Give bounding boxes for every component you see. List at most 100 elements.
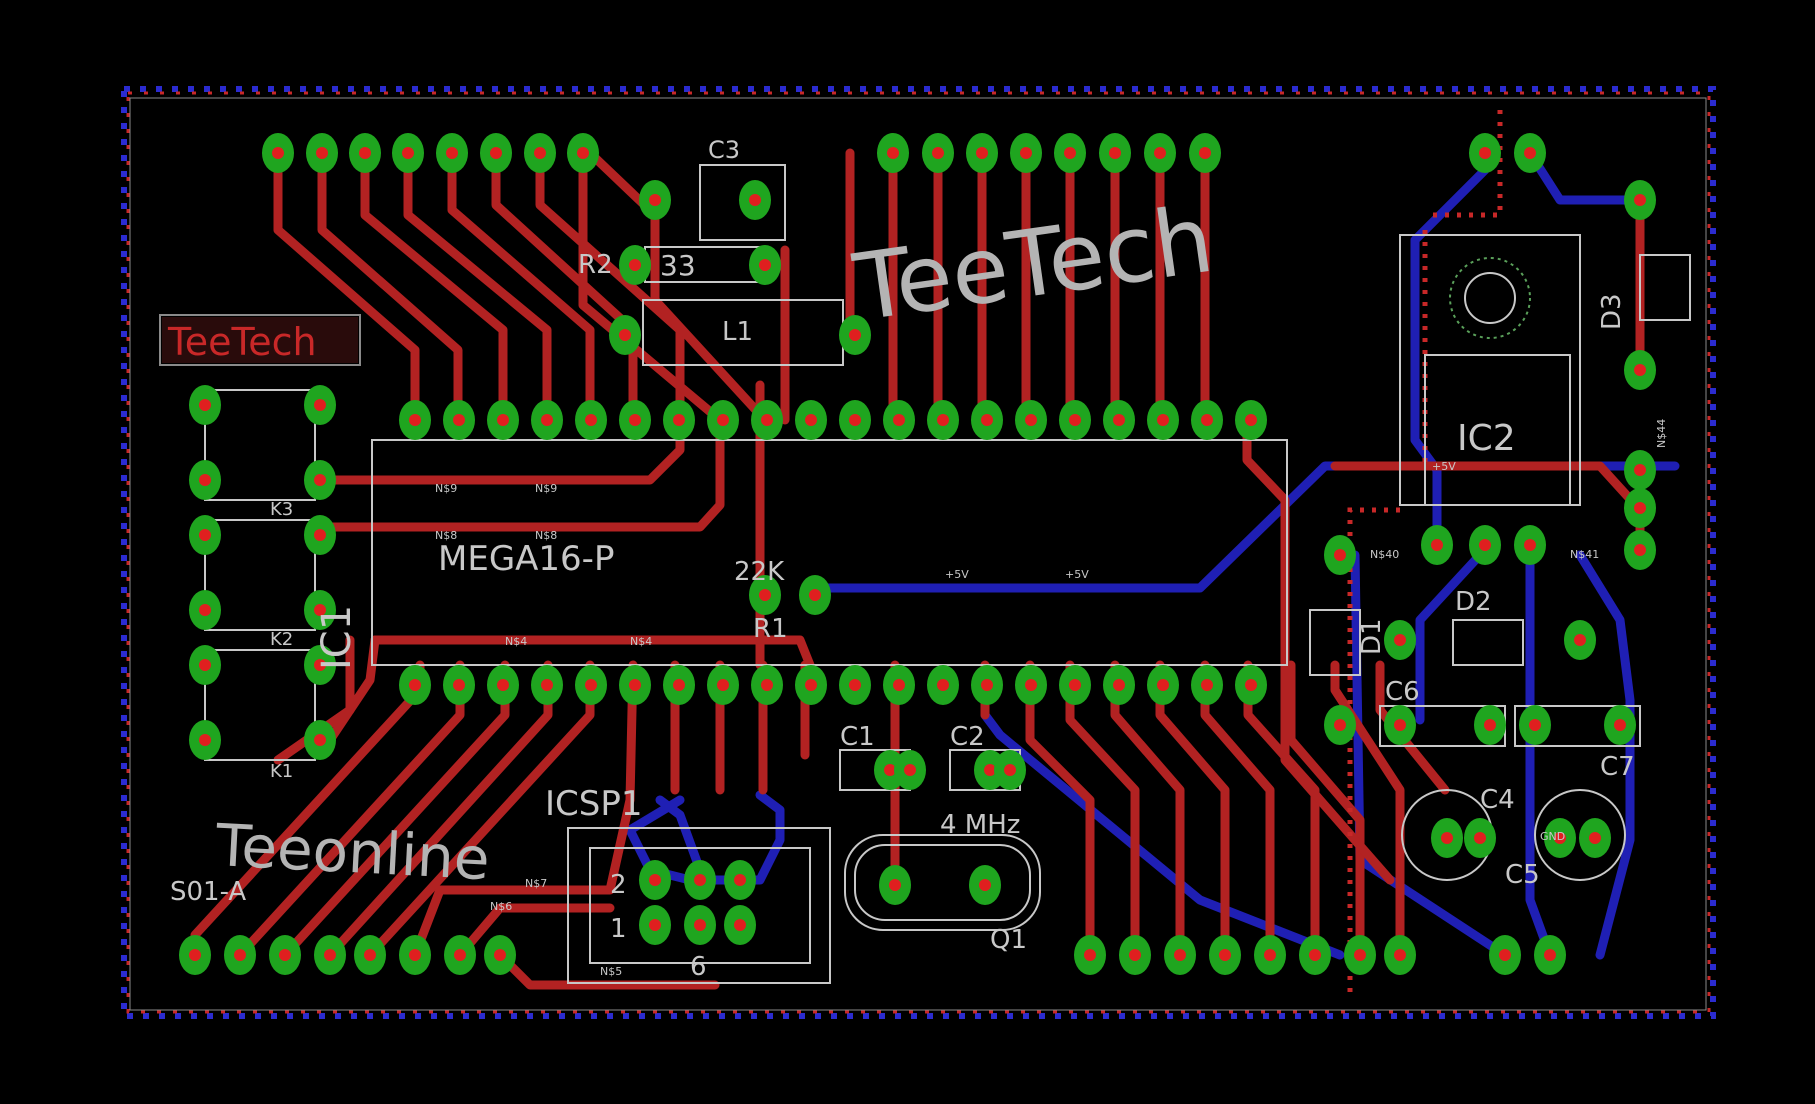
mcu-bottom-pin[interactable] xyxy=(531,665,563,705)
mcu-top-pin[interactable] xyxy=(663,400,695,440)
mcu-bottom-pin[interactable] xyxy=(883,665,915,705)
header-bottom-left-pin[interactable] xyxy=(179,935,211,975)
header-top-mid-pin[interactable] xyxy=(1099,133,1131,173)
component-pad[interactable] xyxy=(1324,705,1356,745)
header-bottom-right-pin[interactable] xyxy=(1254,935,1286,975)
mcu-bottom-pin[interactable] xyxy=(1235,665,1267,705)
mcu-bottom-pin[interactable] xyxy=(1103,665,1135,705)
connector-k-pin[interactable] xyxy=(189,460,221,500)
header-bottom-right-pin[interactable] xyxy=(1119,935,1151,975)
ic2-leg-pad[interactable] xyxy=(1469,525,1501,565)
connector-k-pin[interactable] xyxy=(304,515,336,555)
component-pad[interactable] xyxy=(879,865,911,905)
icsp-pin[interactable] xyxy=(684,905,716,945)
connector-k-pin[interactable] xyxy=(304,460,336,500)
header-bottom-left-pin[interactable] xyxy=(354,935,386,975)
header-bottom-right-pin[interactable] xyxy=(1384,935,1416,975)
mcu-bottom-pin[interactable] xyxy=(399,665,431,705)
icsp-pin[interactable] xyxy=(684,860,716,900)
mcu-top-pin[interactable] xyxy=(1059,400,1091,440)
mcu-top-pin[interactable] xyxy=(487,400,519,440)
mcu-top-pin[interactable] xyxy=(971,400,1003,440)
component-pad[interactable] xyxy=(1464,818,1496,858)
mcu-top-pin[interactable] xyxy=(1191,400,1223,440)
component-pad[interactable] xyxy=(1431,818,1463,858)
header-top-mid-pin[interactable] xyxy=(966,133,998,173)
header-top-mid-pin[interactable] xyxy=(922,133,954,173)
component-pad[interactable] xyxy=(639,180,671,220)
connector-k-pin[interactable] xyxy=(189,645,221,685)
header-top-mid-pin[interactable] xyxy=(1144,133,1176,173)
mcu-bottom-pin[interactable] xyxy=(487,665,519,705)
component-pad[interactable] xyxy=(619,245,651,285)
header-bottom-left-pin[interactable] xyxy=(269,935,301,975)
header-top-mid-pin[interactable] xyxy=(1189,133,1221,173)
component-pad[interactable] xyxy=(1489,935,1521,975)
mcu-top-pin[interactable] xyxy=(1235,400,1267,440)
mcu-bottom-pin[interactable] xyxy=(1059,665,1091,705)
component-pad[interactable] xyxy=(1544,818,1576,858)
mcu-top-pin[interactable] xyxy=(1147,400,1179,440)
component-pad[interactable] xyxy=(894,750,926,790)
header-bottom-right-pin[interactable] xyxy=(1344,935,1376,975)
connector-k-pin[interactable] xyxy=(304,385,336,425)
icsp-pin[interactable] xyxy=(639,905,671,945)
component-pad[interactable] xyxy=(1324,535,1356,575)
header-top-left-pin[interactable] xyxy=(262,133,294,173)
mcu-top-pin[interactable] xyxy=(751,400,783,440)
mcu-bottom-pin[interactable] xyxy=(1191,665,1223,705)
mcu-top-pin[interactable] xyxy=(883,400,915,440)
header-top-left-pin[interactable] xyxy=(480,133,512,173)
header-top-left-pin[interactable] xyxy=(392,133,424,173)
mcu-top-pin[interactable] xyxy=(443,400,475,440)
mcu-bottom-pin[interactable] xyxy=(927,665,959,705)
mcu-bottom-pin[interactable] xyxy=(1147,665,1179,705)
component-pad[interactable] xyxy=(1579,818,1611,858)
header-top-left-pin[interactable] xyxy=(306,133,338,173)
header-top-left-pin[interactable] xyxy=(567,133,599,173)
component-pad[interactable] xyxy=(969,865,1001,905)
mcu-bottom-pin[interactable] xyxy=(751,665,783,705)
power-connector-pin[interactable] xyxy=(1624,450,1656,490)
component-pad[interactable] xyxy=(749,575,781,615)
d3-pad[interactable] xyxy=(1624,180,1656,220)
mcu-bottom-pin[interactable] xyxy=(1015,665,1047,705)
mcu-top-pin[interactable] xyxy=(839,400,871,440)
ic2-leg-pad[interactable] xyxy=(1421,525,1453,565)
ic2-header-pin[interactable] xyxy=(1469,133,1501,173)
connector-k-pin[interactable] xyxy=(304,645,336,685)
header-bottom-right-pin[interactable] xyxy=(1299,935,1331,975)
header-bottom-right-pin[interactable] xyxy=(1164,935,1196,975)
component-pad[interactable] xyxy=(609,315,641,355)
component-pad[interactable] xyxy=(739,180,771,220)
ic2-header-pin[interactable] xyxy=(1514,133,1546,173)
connector-k-pin[interactable] xyxy=(189,515,221,555)
header-bottom-left-pin[interactable] xyxy=(484,935,516,975)
mcu-top-pin[interactable] xyxy=(575,400,607,440)
mcu-bottom-pin[interactable] xyxy=(619,665,651,705)
mcu-bottom-pin[interactable] xyxy=(795,665,827,705)
component-pad[interactable] xyxy=(1534,935,1566,975)
ic2-leg-pad[interactable] xyxy=(1514,525,1546,565)
power-connector-pin[interactable] xyxy=(1624,488,1656,528)
icsp-pin[interactable] xyxy=(639,860,671,900)
header-top-left-pin[interactable] xyxy=(524,133,556,173)
header-bottom-right-pin[interactable] xyxy=(1074,935,1106,975)
component-pad[interactable] xyxy=(799,575,831,615)
header-top-left-pin[interactable] xyxy=(436,133,468,173)
mcu-top-pin[interactable] xyxy=(399,400,431,440)
mcu-bottom-pin[interactable] xyxy=(971,665,1003,705)
component-pad[interactable] xyxy=(1474,705,1506,745)
mcu-top-pin[interactable] xyxy=(707,400,739,440)
connector-k-pin[interactable] xyxy=(189,385,221,425)
mcu-bottom-pin[interactable] xyxy=(443,665,475,705)
header-bottom-right-pin[interactable] xyxy=(1209,935,1241,975)
component-pad[interactable] xyxy=(1519,705,1551,745)
header-top-mid-pin[interactable] xyxy=(1010,133,1042,173)
header-bottom-left-pin[interactable] xyxy=(444,935,476,975)
component-pad[interactable] xyxy=(1604,705,1636,745)
component-pad[interactable] xyxy=(1384,620,1416,660)
component-pad[interactable] xyxy=(839,315,871,355)
connector-k-pin[interactable] xyxy=(189,590,221,630)
